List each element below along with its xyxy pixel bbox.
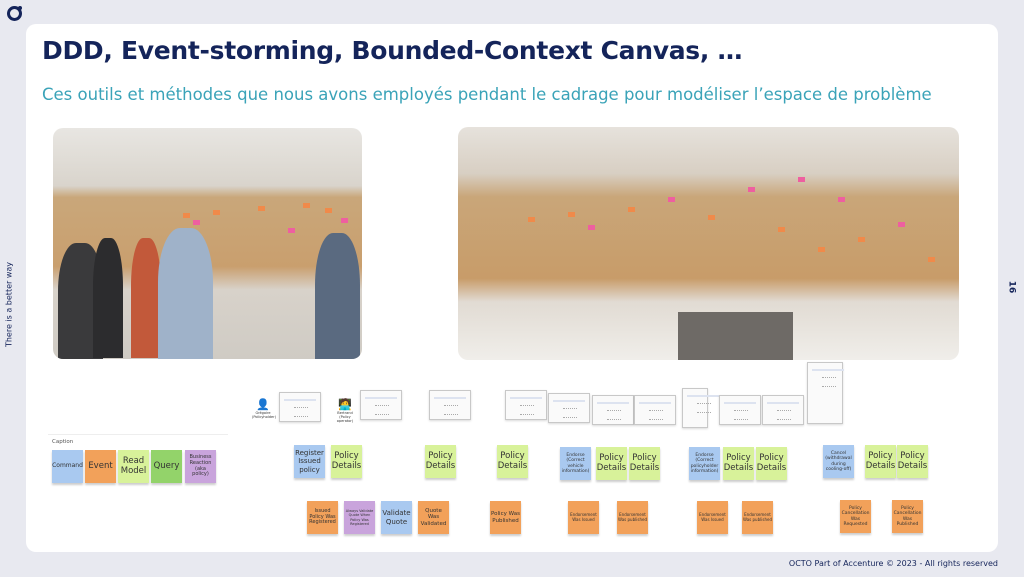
read-model-sticky: Policy Details [497, 445, 528, 478]
event-sticky: Endorsement Was Issued [697, 501, 728, 534]
caption-event: Event [85, 450, 116, 483]
actor-label: Bertrand (Policy operator) [336, 411, 354, 423]
caption-business-reaction: Business Reaction (aka policy) [185, 450, 216, 483]
screenshot-thumb [592, 395, 634, 425]
page-title: DDD, Event-storming, Bounded-Context Can… [42, 36, 743, 65]
read-model-sticky: Policy Details [865, 445, 896, 478]
command-sticky: Endorse (Correct policyholder informatio… [689, 447, 720, 480]
screenshot-thumb [279, 392, 321, 422]
divider [48, 434, 228, 435]
read-model-sticky: Policy Details [723, 447, 754, 480]
read-model-sticky: Policy Details [897, 445, 928, 478]
command-sticky: Validate Quote [381, 501, 412, 534]
screenshot-thumb [429, 390, 471, 420]
screenshot-thumb [505, 390, 547, 420]
event-sticky: Endorsement Was Issued [568, 501, 599, 534]
event-storming-photo-1 [53, 128, 362, 359]
screenshot-thumb [682, 388, 719, 428]
read-model-sticky: Policy Details [425, 445, 456, 478]
screenshot-thumb [719, 395, 761, 425]
actor-operator: 🧑‍💻Bertrand (Policy operator) [332, 398, 358, 423]
caption-query: Query [151, 450, 182, 483]
event-sticky: Policy Cancellation Was Published [892, 500, 923, 533]
screenshot-thumb [360, 390, 402, 420]
caption-read-model: Read Model [118, 450, 149, 483]
event-sticky: Endorsement Was published [617, 501, 648, 534]
caption-label: Caption [52, 439, 74, 445]
command-sticky: Endorse (Correct vehicle information) [560, 447, 591, 480]
page-number: 16 [1006, 280, 1017, 294]
footer-copyright: OCTO Part of Accenture © 2023 - All righ… [788, 559, 998, 568]
screenshot-thumb [762, 395, 804, 425]
event-storming-photo-2 [458, 127, 959, 360]
window [678, 312, 793, 360]
read-model-sticky: Policy Details [756, 447, 787, 480]
event-sticky: Policy Was Published [490, 501, 521, 534]
event-sticky: Endorsement Was published [742, 501, 773, 534]
policy-sticky: Always Validate Quote When Policy Was Re… [344, 501, 375, 534]
actor-policyholder: 👤Grégoire (Policyholder) [252, 398, 276, 419]
octo-logo [7, 6, 22, 21]
read-model-sticky: Policy Details [596, 447, 627, 480]
person-icon: 👤 [256, 398, 270, 411]
command-sticky: Cancel (withdrawal during cooling-off) [823, 445, 854, 478]
operator-icon: 🧑‍💻 [338, 398, 352, 411]
actor-label: Grégoire (Policyholder) [252, 411, 276, 419]
event-sticky: Quote Was Validated [418, 501, 449, 534]
page-subtitle: Ces outils et méthodes que nous avons em… [42, 85, 932, 104]
read-model-sticky: Policy Details [331, 445, 362, 478]
event-sticky: Policy Cancellation Was Requested [840, 500, 871, 533]
tagline: There is a better way [4, 261, 14, 348]
command-sticky: Register Issued policy [294, 445, 325, 478]
read-model-sticky: Policy Details [629, 447, 660, 480]
event-sticky: Issued Policy Was Registered [307, 501, 338, 534]
screenshot-thumb [634, 395, 676, 425]
screenshot-thumb [807, 362, 844, 424]
screenshot-thumb [548, 393, 590, 423]
caption-command: Command [52, 450, 83, 483]
